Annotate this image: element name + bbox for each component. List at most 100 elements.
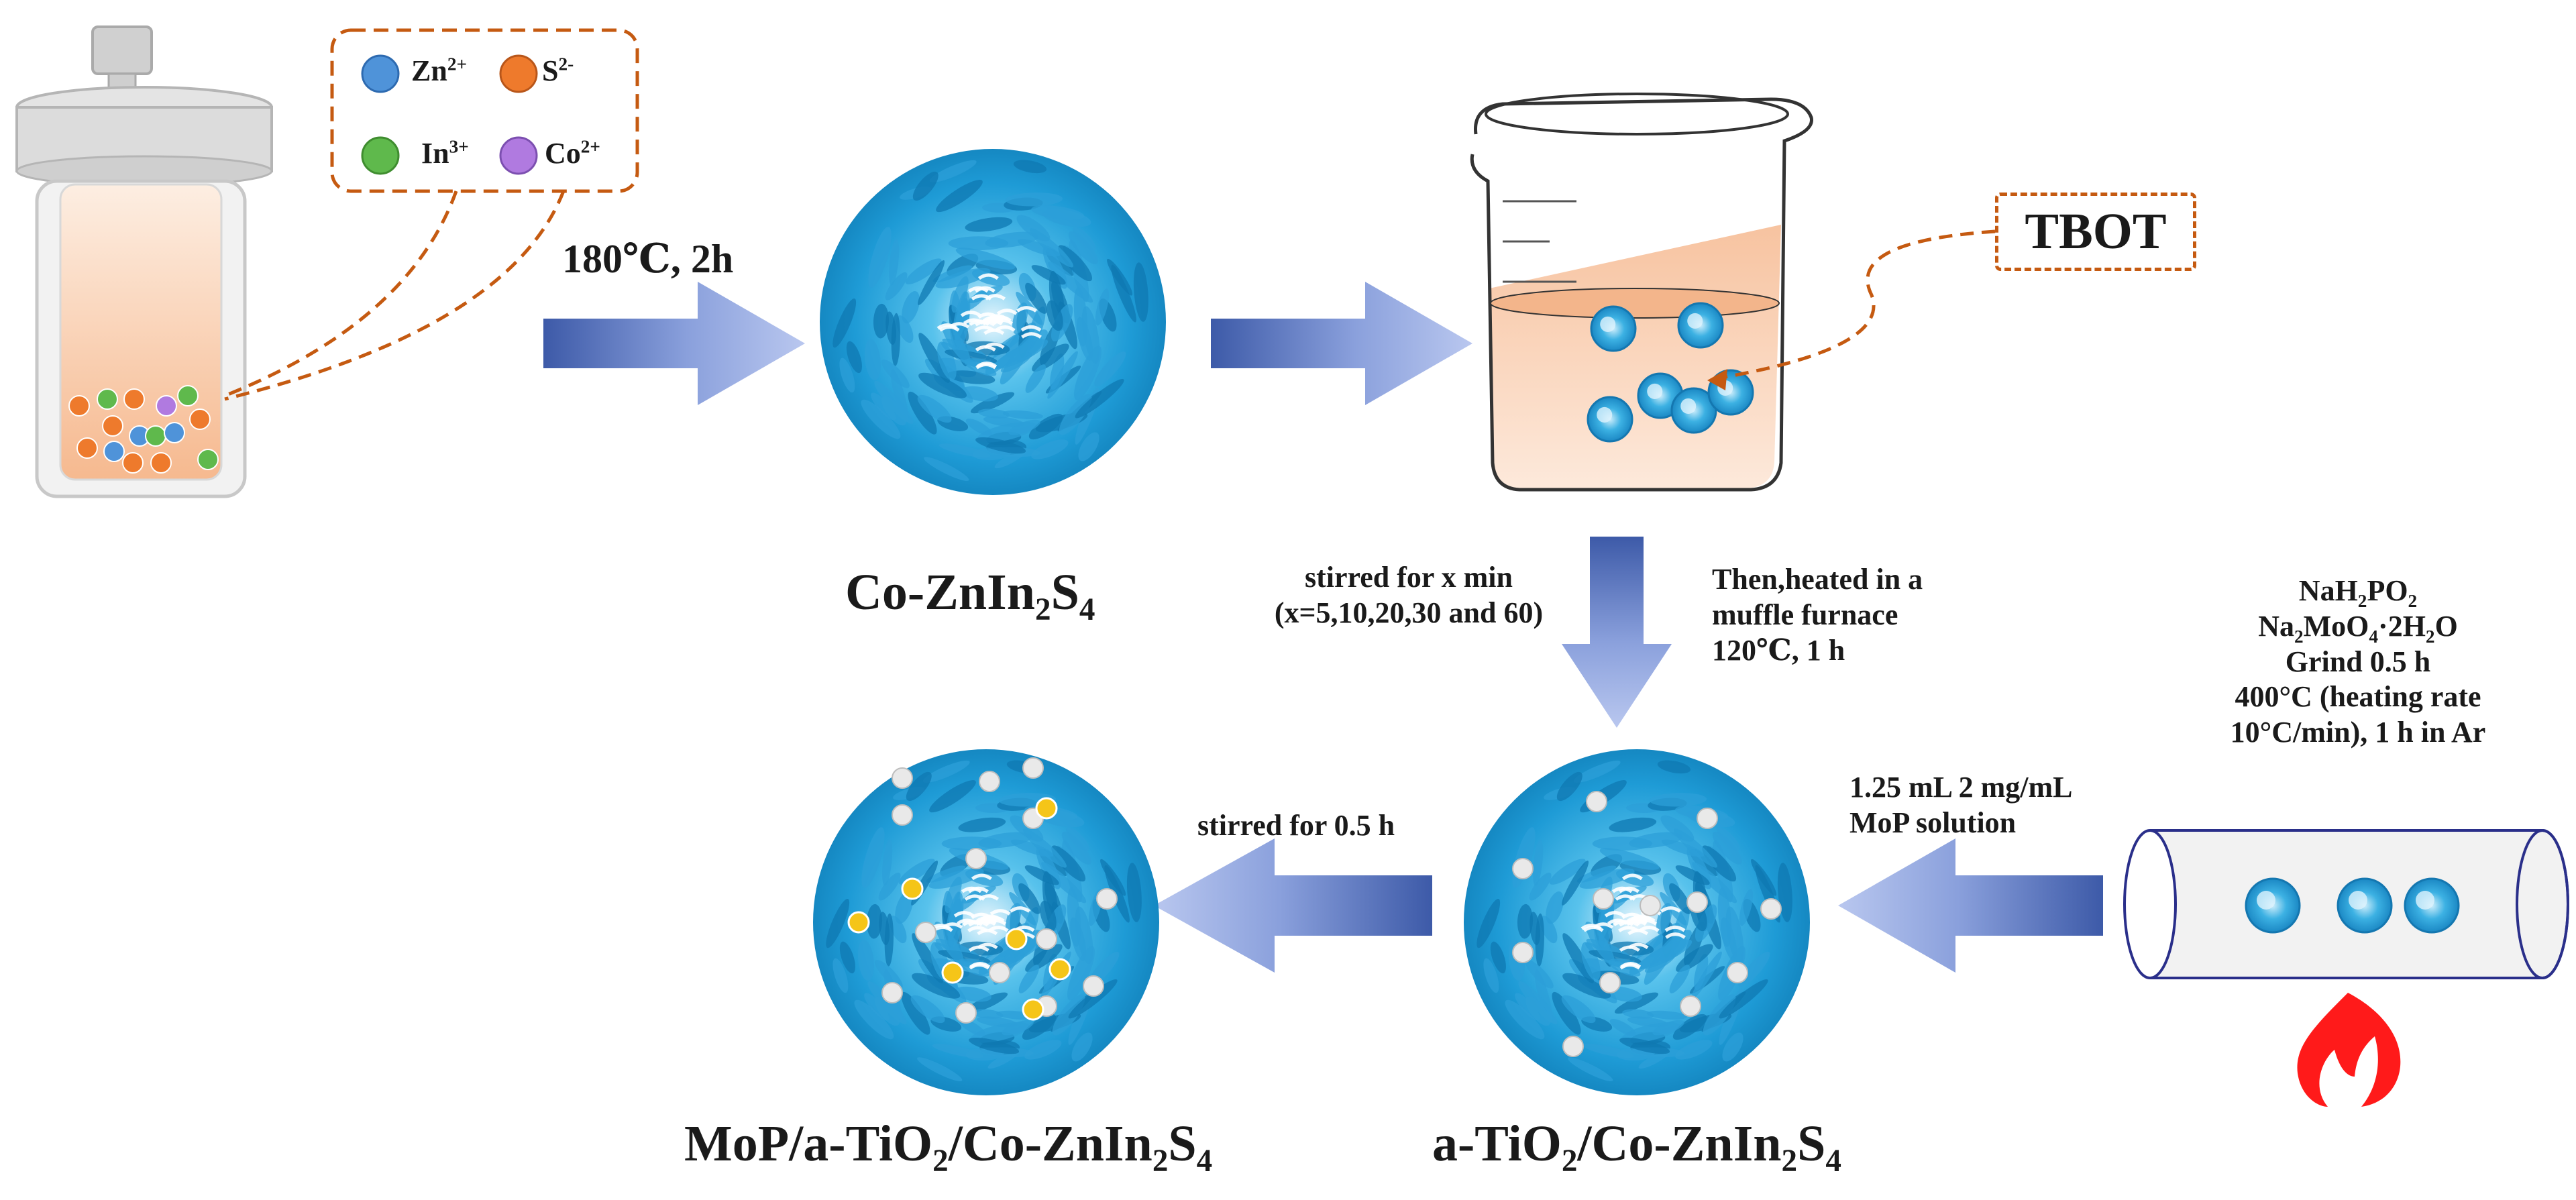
nanosheet-petal — [941, 321, 971, 364]
nanosheet-petal — [1002, 1020, 1034, 1036]
nanosheet-petal — [902, 290, 920, 324]
nanosheet-petal — [1622, 1009, 1654, 1019]
mini-sphere-highlight — [1600, 316, 1616, 332]
nanosheet-petal — [868, 227, 892, 288]
nanosheet-petal — [978, 408, 1010, 419]
nanosheet-gap — [1009, 906, 1030, 913]
leader-line-1 — [224, 190, 458, 398]
s-ion-particle — [68, 395, 90, 417]
beaker-spheres — [1587, 302, 1754, 443]
nanosheet-petal — [875, 996, 900, 1026]
nanosheet-petal — [1018, 965, 1039, 993]
nanosheet-petal — [1669, 883, 1692, 914]
nanosheet-petal — [1046, 300, 1063, 331]
tio2-particle — [1760, 898, 1782, 920]
nanosheet-petal — [1649, 793, 1707, 807]
step3-condition-label: stirred for 0.5 h — [1197, 809, 1395, 842]
nanosheet-gap — [1582, 925, 1604, 932]
nanosheet-petal — [1517, 904, 1534, 939]
nanosheet-petal — [1006, 902, 1022, 935]
nanosheet-petal — [975, 437, 1026, 454]
zn-ion-label: Zn2+ — [411, 54, 467, 87]
nanosheet-gap — [977, 942, 998, 950]
nanosheet-petal — [971, 1009, 1004, 1019]
nanosheet-petal — [955, 248, 1016, 270]
tio2-particle — [979, 771, 1000, 792]
mini-sphere-highlight — [2349, 891, 2367, 910]
nanosheet-petal — [1694, 954, 1709, 991]
s-ion-particle — [189, 408, 211, 430]
nanosheet-petal — [1068, 231, 1098, 264]
nanosheet-gap — [977, 273, 999, 280]
tbot-arrow-head — [1707, 369, 1727, 390]
tio2-particle — [1686, 891, 1708, 913]
co-znin2s4-sphere — [820, 149, 1166, 495]
nanosheet-petal — [889, 916, 907, 944]
s-ion-particle — [122, 452, 144, 474]
tio2-particle — [1022, 757, 1044, 779]
product-co-znin2s4-label: Co-ZnIn2S4 — [845, 564, 1095, 628]
nanosheet-petal — [1549, 859, 1586, 885]
nanosheet-petal — [924, 457, 969, 481]
tio2-particle — [892, 804, 913, 826]
s-ion-dot — [499, 54, 538, 93]
nanosheet-petal — [1070, 917, 1087, 961]
nanosheet-petal — [1059, 394, 1092, 435]
nanosheet-petal — [1646, 1010, 1687, 1020]
nanosheet-gap — [971, 873, 992, 881]
nanosheet-gap — [1611, 886, 1633, 893]
nanosheet-gap — [971, 294, 992, 301]
nanosheet-petal — [1674, 828, 1717, 868]
nanosheet-petal — [1028, 413, 1063, 440]
nanosheet-gap — [974, 319, 996, 327]
nanosheet-petal — [1051, 845, 1086, 882]
nanosheet-petal — [878, 872, 901, 901]
nanosheet-petal — [917, 1057, 963, 1081]
nanosheet-petal — [965, 288, 989, 311]
nanosheet-petal — [1505, 999, 1545, 1040]
nanosheet-petal — [861, 827, 885, 888]
nanosheet-petal — [1608, 960, 1641, 977]
nanosheet-petal — [929, 160, 977, 182]
autoclave-jar — [15, 25, 273, 498]
nanosheet-gap — [1580, 924, 1602, 930]
nanosheet-gap — [1021, 332, 1042, 339]
nanosheet-petal — [1703, 994, 1736, 1036]
nanosheet-petal — [1585, 922, 1615, 965]
nanosheet-gap — [960, 311, 981, 317]
nanosheet-petal — [1002, 410, 1043, 420]
nanosheet-petal — [833, 958, 849, 993]
nanosheet-petal — [1609, 817, 1657, 832]
in-ion-particle — [145, 425, 166, 447]
ion-legend-dots — [361, 54, 538, 175]
nanosheet-petal — [964, 360, 997, 376]
nanosheet-gap — [1660, 906, 1681, 913]
tbot-label: TBOT — [1995, 193, 2196, 271]
nanosheet-petal — [884, 913, 894, 967]
in-ion-particle — [197, 449, 219, 470]
s-ion-label: S2- — [542, 54, 574, 87]
nanosheet-gap — [983, 342, 1005, 349]
tube-spheres — [2245, 877, 2460, 934]
nanosheet-petal — [885, 272, 908, 301]
tio2-particle — [1640, 895, 1661, 916]
nanosheet-petal — [1562, 973, 1611, 999]
nanosheet-petal — [1609, 1019, 1636, 1036]
nanosheet-petal — [839, 941, 855, 974]
nanosheet-petal — [970, 392, 1015, 414]
nanosheet-petal — [1040, 900, 1057, 932]
nanosheet-petal — [1078, 432, 1099, 461]
nanosheet-petal — [1644, 935, 1678, 985]
nanosheet-petal — [1525, 996, 1551, 1026]
nanosheet-petal — [1614, 992, 1659, 1014]
nanosheet-gap — [1621, 873, 1643, 881]
nanosheet-petal — [1592, 836, 1653, 851]
nanosheet-petal — [1111, 264, 1136, 323]
a-tio2-sphere — [1464, 749, 1810, 1095]
tio2-particle — [989, 962, 1010, 983]
nanosheet-petal — [917, 394, 952, 423]
nanosheet-petal — [1075, 378, 1124, 419]
nanosheet-petal — [1126, 863, 1142, 922]
nanosheet-petal — [1094, 351, 1126, 387]
